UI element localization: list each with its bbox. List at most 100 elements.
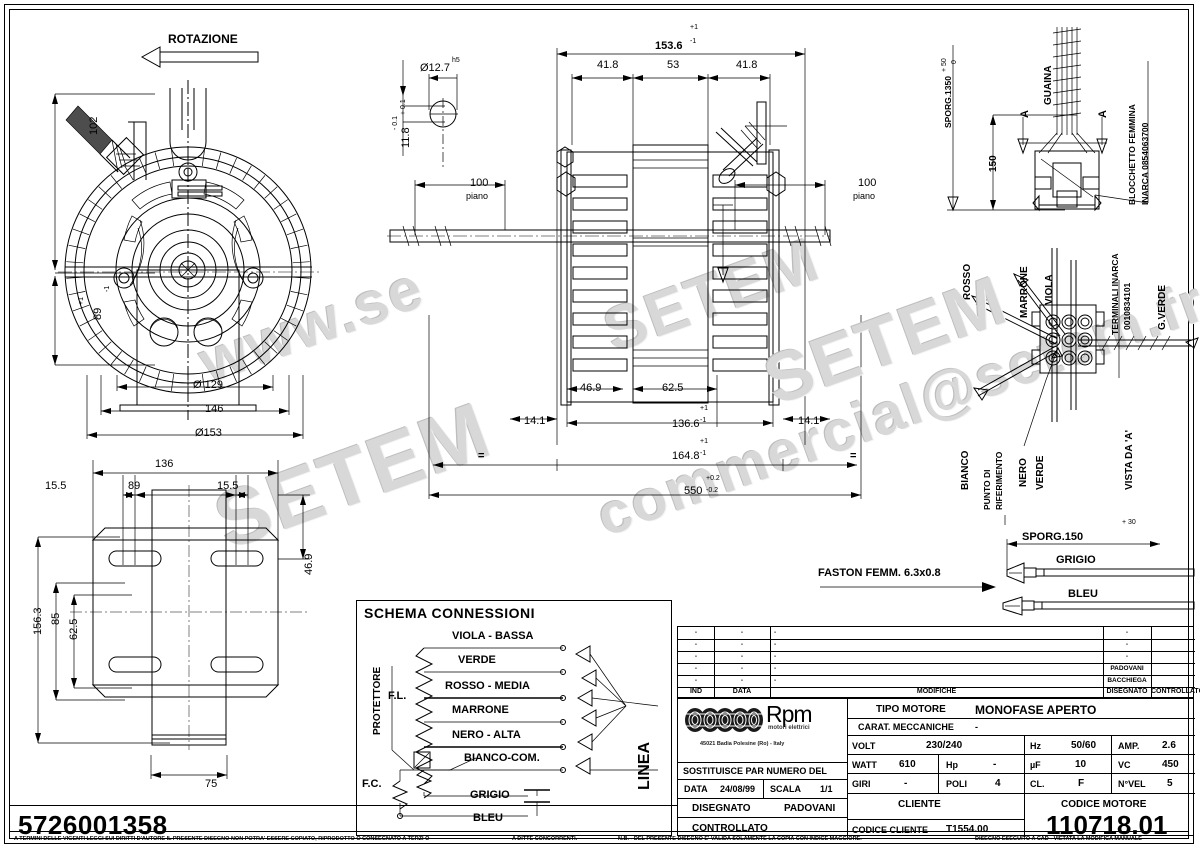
tolerance-89-minus: -1 xyxy=(104,285,111,292)
uf-value: 10 xyxy=(1075,759,1087,770)
footer-right: DISEGNO ESEGUITO A CAD - VIETATA LA MODI… xyxy=(975,836,1142,842)
modifications-header: DATA xyxy=(732,688,752,695)
modifications-cell-modifiche: - xyxy=(774,641,777,648)
dimension-136-6: 136.6 xyxy=(672,418,700,430)
title-block: Rpm motori elettrici 45021 Badia Polesin… xyxy=(677,698,1195,840)
rotation-label: ROTAZIONE xyxy=(168,32,238,46)
fl-label: F.L. xyxy=(388,690,407,702)
divider xyxy=(678,663,1195,664)
disegnato-label: DISEGNATO xyxy=(692,803,751,814)
amp-label: AMP. xyxy=(1118,741,1140,751)
modifications-cell-disegnato: - xyxy=(1125,641,1129,648)
wire-label-nero: NERO xyxy=(1018,458,1029,487)
piano-label-left: piano xyxy=(466,191,489,201)
divider xyxy=(678,779,847,780)
giri-value: - xyxy=(904,778,908,789)
codice-cliente-label: CODICE CLIENTE xyxy=(852,825,929,835)
carat-value: - xyxy=(975,722,978,732)
dimension-41-8-right: 41.8 xyxy=(736,59,758,71)
footer-mid2: N.B. - DEL PRESENTE DISEGNO E' VALIDA SO… xyxy=(618,836,862,842)
modifications-header: MODIFICHE xyxy=(916,688,957,695)
volt-label: VOLT xyxy=(852,741,876,751)
linea-label: LINEA xyxy=(636,742,653,790)
footer-left: A TERMINI DELLE VIGENTI LEGGI SUI DIRITT… xyxy=(14,836,430,842)
codice-motore-label: CODICE MOTORE xyxy=(1061,799,1147,810)
partno-divider-v xyxy=(677,805,678,831)
flat-tol-minus: - 0.1 xyxy=(392,115,399,130)
divider xyxy=(1111,735,1112,794)
giri-label: GIRI xyxy=(852,779,871,789)
divider xyxy=(678,798,847,799)
modifications-header: IND xyxy=(689,688,703,695)
nvel-value: 5 xyxy=(1167,778,1173,789)
front-view-dimension-lines xyxy=(52,93,155,366)
dimension-153-6: 153.6 xyxy=(655,40,683,52)
wire-label-viola: VIOLA xyxy=(1044,274,1055,305)
volt-value: 230/240 xyxy=(926,740,963,751)
faston-detail-drawing xyxy=(820,515,1195,616)
shaft-detail-drawing xyxy=(400,60,458,170)
codice-motore-value: 110718.01 xyxy=(1046,810,1168,840)
fit-class-h5: h5 xyxy=(452,57,460,64)
hp-value: - xyxy=(993,759,997,770)
dimension-75: 75 xyxy=(205,778,218,790)
modifications-cell-data: - xyxy=(740,653,744,660)
base-view-dimension-lines xyxy=(35,470,278,779)
sheet-frame-inner xyxy=(9,9,1189,839)
wire-label-gverde: G.VERDE xyxy=(1157,284,1168,330)
schema-connessioni-drawing xyxy=(391,645,659,819)
section-mark-a-left: A xyxy=(1019,110,1031,118)
rotation-arrow-icon xyxy=(140,46,259,68)
sheet-frame-outer xyxy=(4,4,1194,844)
dimension-136: 136 xyxy=(155,458,174,470)
tol-plus02: +0.2 xyxy=(706,475,720,482)
footer-mid: A DITTE CONCORRENTI. xyxy=(512,836,578,842)
dimension-146: 146 xyxy=(205,403,224,415)
modifications-cell-ind: - xyxy=(694,665,698,672)
modifications-header: CONTROLLATO xyxy=(1151,688,1200,695)
dimension-62-5: 62.5 xyxy=(68,618,80,640)
section-mark-a-right: A xyxy=(1097,110,1109,118)
poli-value: 4 xyxy=(995,778,1001,789)
controllato-label: CONTROLLATO xyxy=(692,823,768,834)
divider xyxy=(847,773,1195,774)
scala-value: 1/1 xyxy=(820,784,833,794)
dimension-15-5-left: 15.5 xyxy=(45,480,67,492)
punto-riferimento-line2: RIFERIMENTO xyxy=(994,451,1004,510)
dimension-550: 550 xyxy=(684,485,703,497)
divider xyxy=(678,817,847,818)
modifications-cell-disegnato: PADOVANI xyxy=(1110,665,1144,672)
dimension-14-1-right: 14.1 xyxy=(798,415,820,427)
modifications-cell-modifiche: - xyxy=(774,665,777,672)
sostituisce-value: - xyxy=(818,766,821,776)
sporg-1350-label: SPORG.1350 xyxy=(943,76,953,128)
schema-wire-verde: VERDE xyxy=(458,654,496,666)
blocchetto-code: INARCA 0854063700 xyxy=(1140,122,1150,205)
modifications-header: DISEGNATO xyxy=(1106,688,1148,695)
dimension-62-5-section: 62.5 xyxy=(662,382,684,394)
logo-address: 45021 Badia Polesine (Ro) - Italy xyxy=(700,741,785,747)
modifications-cell-modifiche: - xyxy=(774,629,777,636)
sporg-150-label: SPORG.150 xyxy=(1022,531,1084,543)
tol-minus02: -0.2 xyxy=(706,487,719,494)
connector-detail-drawing xyxy=(947,27,1149,212)
schema-connessioni-box xyxy=(356,600,672,836)
dimension-100-right: 100 xyxy=(858,177,877,189)
tol-minus1: -1 xyxy=(690,38,697,45)
dimension-d12-7: Ø12.7 xyxy=(420,62,450,74)
modifications-cell-disegnato: - xyxy=(1125,629,1129,636)
sporg-tol-plus: + 50 xyxy=(941,58,948,72)
divider xyxy=(678,762,847,763)
vc-label: VC xyxy=(1118,760,1131,770)
dimension-46-9: 46.9 xyxy=(303,553,315,575)
schema-wire-viola: VIOLA - BASSA xyxy=(452,630,534,642)
disegnato-value: PADOVANI xyxy=(784,803,836,814)
modifications-cell-ind: - xyxy=(694,677,698,684)
dimension-164-8: 164.8 xyxy=(672,450,700,462)
front-view-drawing xyxy=(58,80,320,420)
modifications-cell-data: - xyxy=(740,641,744,648)
amp-value: 2.6 xyxy=(1162,740,1176,751)
divider xyxy=(763,779,764,798)
dimension-15-5-right: 15.5 xyxy=(217,480,239,492)
